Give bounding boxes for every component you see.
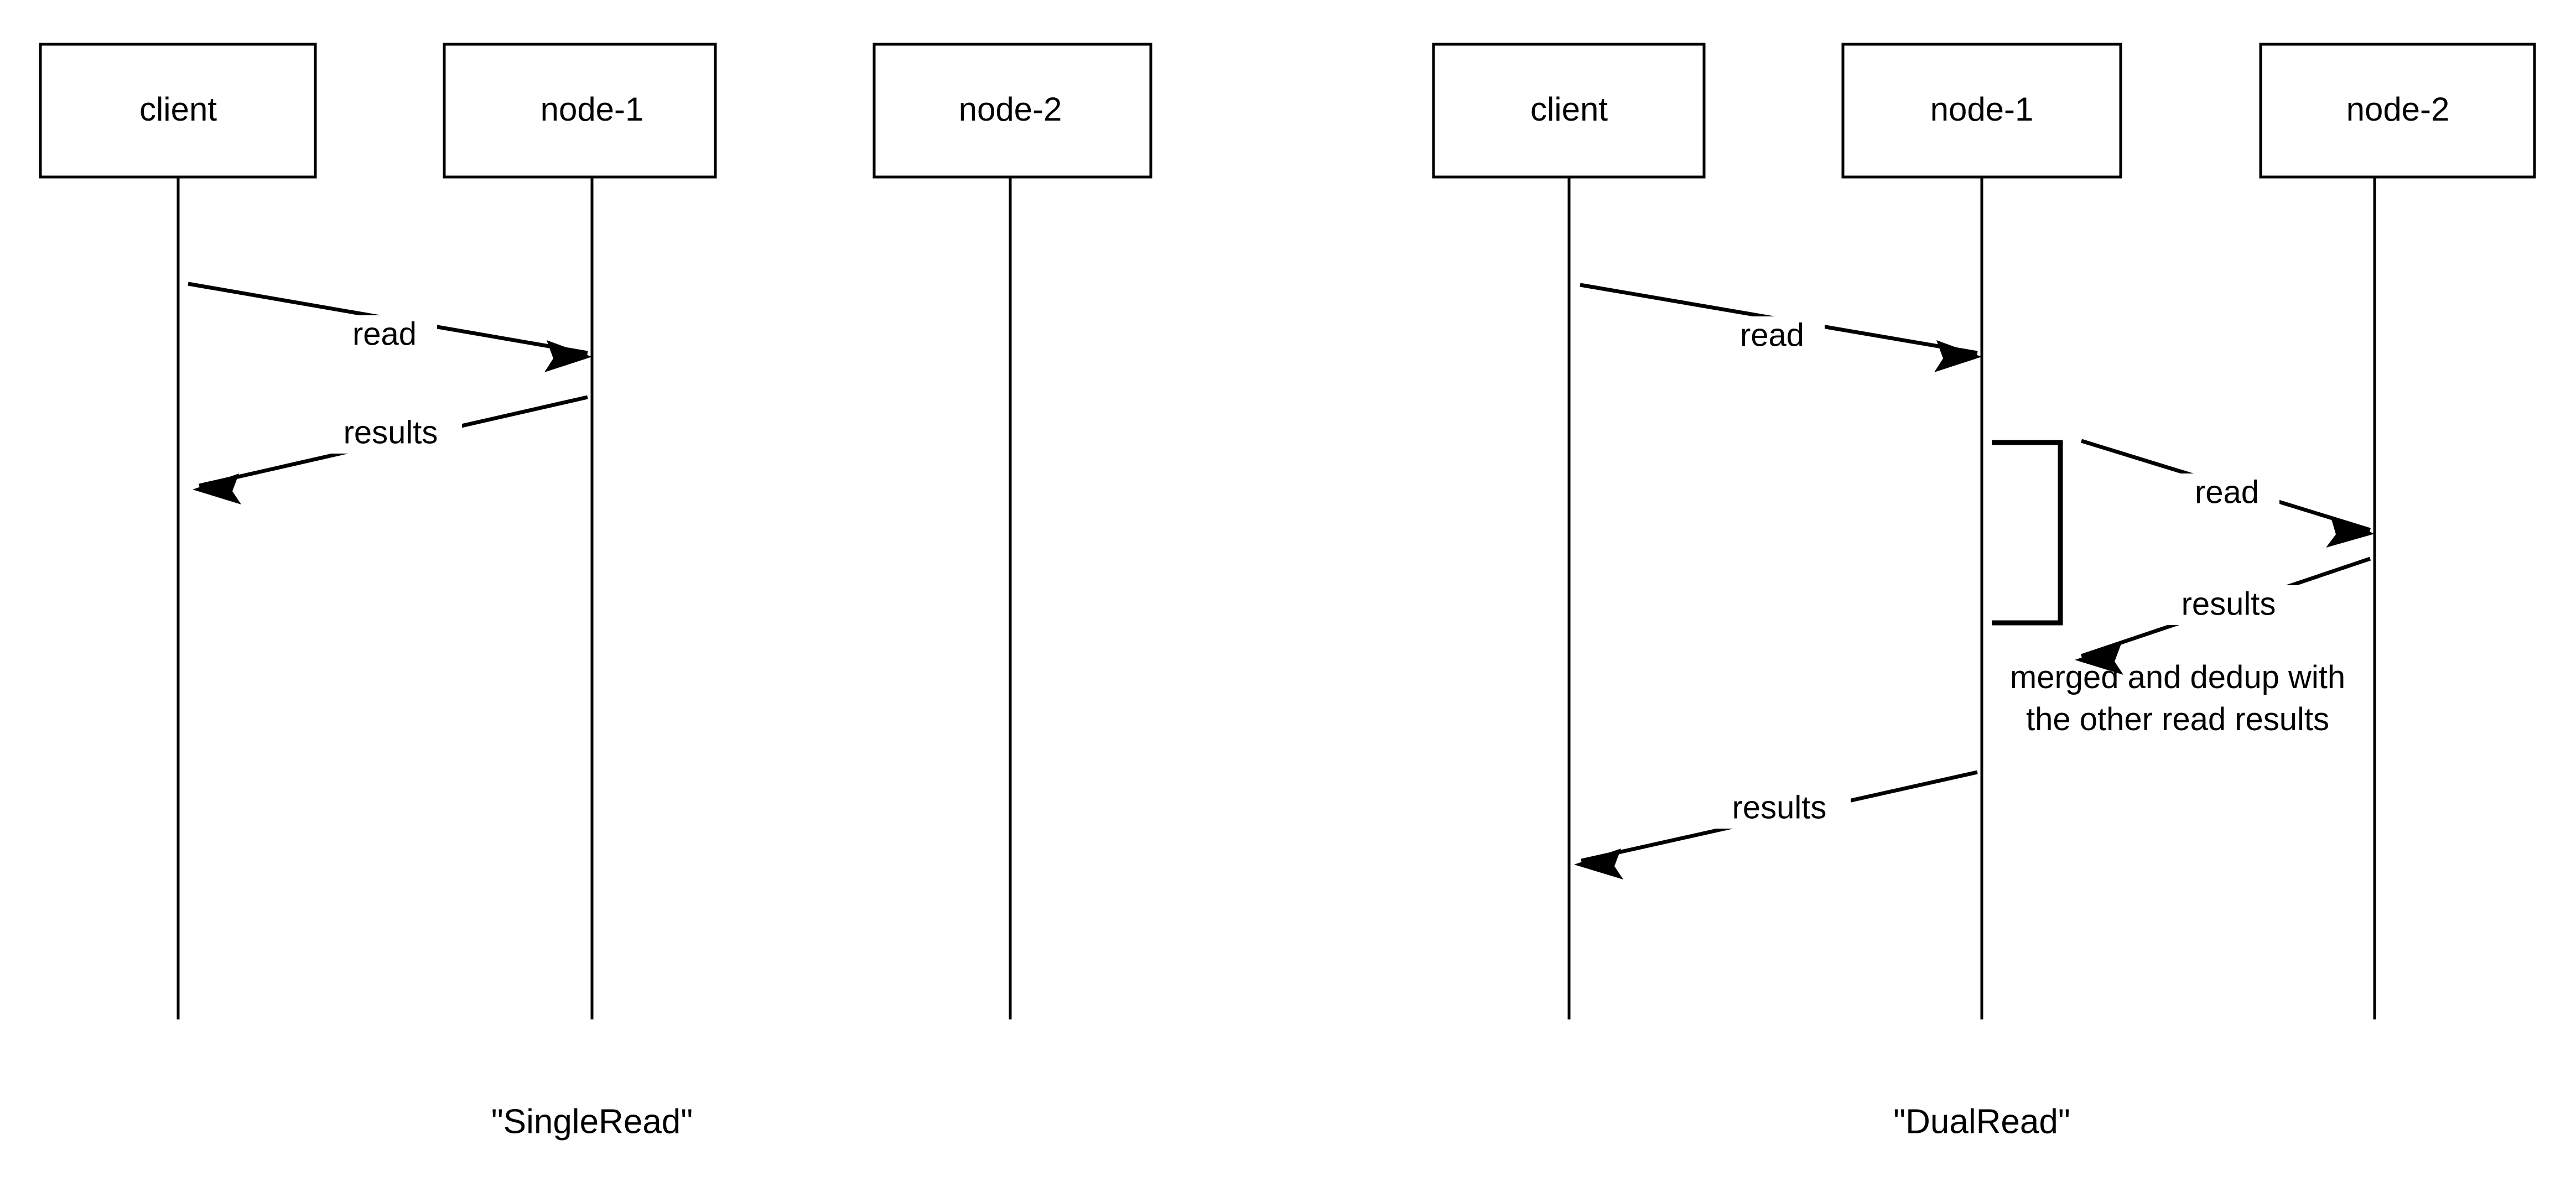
message-label-backdrop xyxy=(332,315,437,355)
activation-bracket-node-1 xyxy=(1992,440,2063,626)
message-results-node-2-to-node-1[interactable]: results xyxy=(2075,556,2371,675)
participant-label-node-1: node-1 xyxy=(541,91,644,128)
message-label-results: results xyxy=(1732,789,1827,825)
participant-box-node-2[interactable]: node-2 xyxy=(872,43,1152,179)
message-label-results: results xyxy=(344,414,438,450)
message-label-read: read xyxy=(1740,317,1804,353)
participant-box-client[interactable]: client xyxy=(39,43,317,179)
participant-box-node-1[interactable]: node-1 xyxy=(443,43,717,179)
participant-box-rect xyxy=(1841,43,2122,179)
arrowhead-right-icon xyxy=(544,340,592,372)
participant-label-node-1: node-1 xyxy=(1930,91,2034,128)
participant-box-client[interactable]: client xyxy=(1432,43,1706,179)
message-label-backdrop xyxy=(2159,585,2300,625)
arrowhead-left-icon xyxy=(1574,849,1623,879)
participant-box-rect xyxy=(39,43,317,179)
participant-box-rect xyxy=(2259,43,2536,179)
participant-box-node-2[interactable]: node-2 xyxy=(2259,43,2536,179)
diagram-caption-single-read: "SingleRead" xyxy=(491,1102,693,1141)
note-line-2: the other read results xyxy=(2026,701,2329,737)
note-line-1: merged and dedup with xyxy=(2010,659,2345,695)
message-results-node-1-to-client[interactable]: results xyxy=(1574,770,1978,879)
participant-label-node-2: node-2 xyxy=(959,91,1062,128)
participant-label-client: client xyxy=(139,91,217,128)
participant-label-client: client xyxy=(1530,91,1608,128)
participant-box-rect xyxy=(443,43,717,179)
note-merged-dedup: merged and dedup with the other read res… xyxy=(2010,659,2345,737)
message-results-node-1-to-client[interactable]: results xyxy=(193,395,588,504)
arrowhead-right-icon xyxy=(2326,516,2375,548)
message-label-read: read xyxy=(352,316,417,352)
arrowhead-left-icon xyxy=(2075,644,2123,675)
message-label-backdrop xyxy=(1720,316,1825,356)
participant-box-rect xyxy=(1432,43,1706,179)
message-label-read: read xyxy=(2195,474,2259,510)
participant-box-node-1[interactable]: node-1 xyxy=(1841,43,2122,179)
participant-label-node-2: node-2 xyxy=(2346,91,2450,128)
message-label-backdrop xyxy=(2174,473,2279,513)
arrowhead-left-icon xyxy=(193,473,241,504)
message-label-backdrop xyxy=(321,414,462,454)
diagram-caption-dual-read: "DualRead" xyxy=(1893,1102,2070,1141)
message-label-results: results xyxy=(2182,586,2276,622)
message-label-backdrop xyxy=(1710,789,1851,829)
diagram-single-read: client node-1 node-2 read results "Singl… xyxy=(39,43,1152,1141)
message-read-node-1-to-node-2[interactable]: read xyxy=(2080,439,2375,548)
message-read-client-to-node-1[interactable]: read xyxy=(1580,283,1982,372)
participant-box-rect xyxy=(872,43,1152,179)
message-read-client-to-node-1[interactable]: read xyxy=(188,282,592,372)
arrowhead-right-icon xyxy=(1934,340,1982,372)
diagram-dual-read: client node-1 node-2 read read xyxy=(1432,43,2536,1141)
